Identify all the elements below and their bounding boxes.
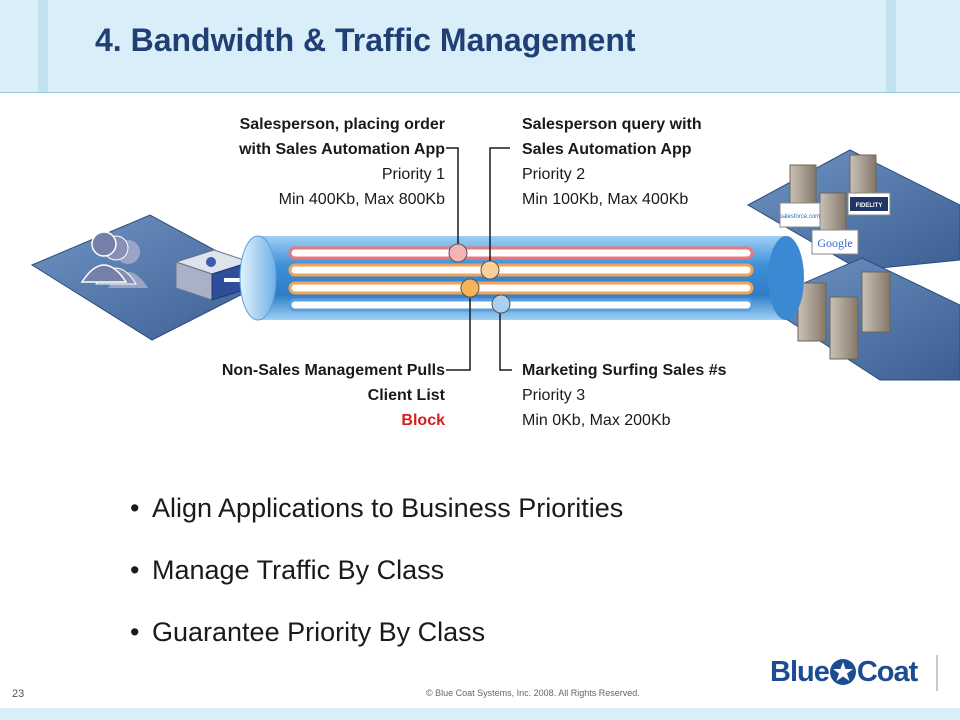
marker-red bbox=[448, 243, 468, 263]
header-band bbox=[0, 0, 960, 93]
appliance-icon bbox=[174, 249, 252, 301]
callout-top-right: Salesperson query with Sales Automation … bbox=[522, 112, 702, 212]
callout-top-right-line1: Salesperson query with bbox=[522, 116, 702, 133]
callout-bottom-right-line2: Priority 3 bbox=[522, 387, 586, 404]
logo-star-icon bbox=[829, 659, 856, 685]
logo-divider bbox=[936, 655, 938, 691]
bullet-text: Guarantee Priority By Class bbox=[152, 617, 486, 647]
callout-connectors bbox=[446, 147, 512, 371]
callout-bottom-left-line2: Client List bbox=[367, 387, 445, 404]
callout-bottom-right-line1: Marketing Surfing Sales #s bbox=[522, 362, 727, 379]
callout-bottom-right: Marketing Surfing Sales #s Priority 3 Mi… bbox=[522, 358, 727, 433]
marker-orange-2 bbox=[460, 278, 480, 298]
callout-top-right-line3: Priority 2 bbox=[522, 166, 586, 183]
logo-text-right: Coat bbox=[856, 655, 918, 688]
callout-bottom-left-line1: Non-Sales Management Pulls bbox=[221, 362, 445, 379]
lane-orange-2 bbox=[288, 281, 754, 295]
web-app-cards: salesforce.com FIDELITY Google bbox=[779, 192, 891, 255]
callout-top-right-line2: Sales Automation App bbox=[522, 141, 692, 158]
callout-bottom-left: Non-Sales Management Pulls Client List B… bbox=[222, 358, 445, 433]
salesforce-label: salesforce.com bbox=[780, 214, 820, 220]
bullet-item: •Guarantee Priority By Class bbox=[130, 617, 486, 647]
fidelity-label: FIDELITY bbox=[856, 203, 883, 209]
callout-top-left-line1: Salesperson, placing order bbox=[239, 116, 445, 133]
callout-top-right-line4: Min 100Kb, Max 400Kb bbox=[522, 191, 689, 208]
header-stripe-right bbox=[886, 0, 896, 92]
slide-title: 4. Bandwidth & Traffic Management bbox=[95, 22, 636, 58]
callout-bottom-right-line3: Min 0Kb, Max 200Kb bbox=[522, 412, 671, 429]
bullet-list: •Align Applications to Business Prioriti… bbox=[130, 486, 623, 672]
logo-text-left: Blue bbox=[770, 655, 830, 688]
marker-orange-1 bbox=[480, 260, 500, 280]
page-number: 23 bbox=[12, 688, 25, 700]
header-stripe-left bbox=[38, 0, 48, 92]
users-icon bbox=[80, 231, 148, 288]
lane-orange-1 bbox=[288, 263, 754, 277]
callout-bottom-left-block: Block bbox=[401, 412, 445, 429]
lane-red bbox=[288, 246, 754, 260]
traffic-diagram: salesforce.com FIDELITY Google bbox=[30, 147, 960, 381]
callout-top-left-line3: Priority 1 bbox=[381, 166, 445, 183]
bullet-item: •Align Applications to Business Prioriti… bbox=[130, 493, 624, 523]
callout-top-left-line4: Min 400Kb, Max 800Kb bbox=[278, 191, 445, 208]
callout-top-left: Salesperson, placing order with Sales Au… bbox=[239, 112, 445, 212]
google-label: Google bbox=[817, 236, 852, 250]
copyright-text: © Blue Coat Systems, Inc. 2008. All Righ… bbox=[426, 688, 640, 698]
bullet-text: Align Applications to Business Prioritie… bbox=[152, 493, 624, 523]
footer-band bbox=[0, 708, 960, 720]
traffic-pipe bbox=[239, 235, 804, 321]
bullet-item: •Manage Traffic By Class bbox=[130, 555, 445, 585]
bluecoat-logo: Blue Coat bbox=[770, 652, 918, 692]
callout-top-left-line2: with Sales Automation App bbox=[239, 141, 445, 158]
bullet-text: Manage Traffic By Class bbox=[152, 555, 445, 585]
marker-blue bbox=[491, 294, 511, 314]
lane-blue bbox=[288, 298, 754, 312]
